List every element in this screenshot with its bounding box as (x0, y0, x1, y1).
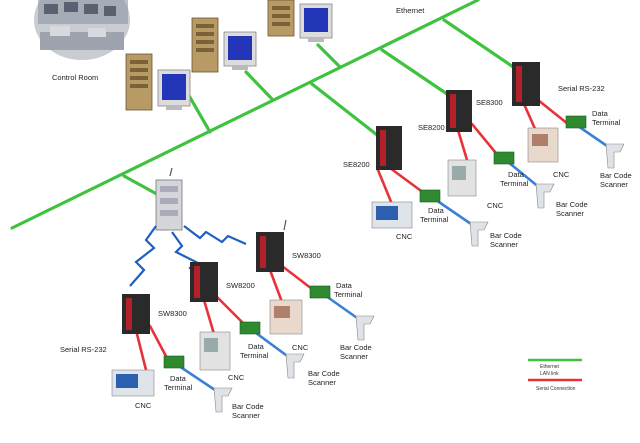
data-terminal-3 (565, 115, 587, 129)
ethernet-branch-workstation-2 (244, 70, 274, 101)
server-a (376, 126, 402, 170)
server-e (190, 262, 218, 302)
server-label-f: SW8300 (292, 251, 321, 260)
server-label-c: SE8300 (476, 98, 503, 107)
workstation-1 (125, 53, 191, 111)
bar-code-scanners (213, 143, 625, 413)
legend-ethernet-label: Ethernet (540, 364, 560, 370)
data-terminal-1 (419, 189, 441, 203)
serial-links (134, 98, 570, 372)
cnc-machine-2 (447, 159, 477, 197)
server-c (512, 62, 540, 106)
cnc-machine-4 (111, 369, 155, 397)
cnc-label-6: CNC (292, 343, 309, 352)
data-terminal-5 (239, 321, 261, 335)
cnc-label-5: CNC (228, 373, 245, 382)
cnc-label-1: CNC (396, 232, 413, 241)
bar-code-scanner-4 (213, 387, 233, 413)
wireless-link-1 (129, 225, 157, 287)
data-terminal-2 (493, 151, 515, 165)
legend-line2-label: LAN link (540, 371, 559, 377)
data-terminal-6 (309, 285, 331, 299)
cnc-label-4: CNC (135, 401, 152, 410)
control-room-photo (34, 0, 130, 60)
legend: Ethernet LAN link Serial Connection (528, 358, 582, 392)
server-label-a: SE8200 (343, 160, 370, 169)
cnc-machine-6 (269, 299, 303, 335)
ethernet-label: Ethernet (396, 6, 425, 15)
cnc-label-3: CNC (553, 170, 570, 179)
wireless-links (129, 225, 247, 287)
ethernet-branch-server-a (310, 82, 388, 144)
server-label-b: SE8200 (418, 123, 445, 132)
data-terminal-4 (163, 355, 185, 369)
bar-code-scanner-3 (605, 143, 625, 169)
data-terminals (163, 115, 587, 369)
scanner-links (174, 124, 612, 394)
scanner-label-6: Bar Code Scanner (340, 343, 374, 361)
wireless-access-point (155, 167, 183, 231)
serial-label-top: Serial RS-232 (558, 84, 605, 93)
scanner-label-2: Bar Code Scanner (556, 200, 590, 218)
scanner-label-4: Bar Code Scanner (232, 402, 266, 420)
cnc-machine-3 (527, 127, 559, 163)
ethernet-branch-workstation-3 (316, 43, 342, 69)
bar-code-scanner-5 (285, 353, 305, 379)
scanner-label-1: Bar Code Scanner (490, 231, 524, 249)
data-terminal-label-5: Data Terminal (240, 342, 269, 360)
server-label-d: SW8300 (158, 309, 187, 318)
data-terminal-label-1: Data Terminal (420, 206, 449, 224)
bar-code-scanner-1 (469, 221, 489, 247)
bar-code-scanner-2 (535, 183, 555, 209)
serial-label-bottom: Serial RS-232 (60, 345, 107, 354)
workstation-2 (191, 17, 257, 73)
workstation-3 (267, 0, 333, 42)
legend-serial-label: Serial Connection (536, 386, 576, 392)
scanner-label-3: Bar Code Scanner (600, 171, 634, 189)
server-label-e: SW8200 (226, 281, 255, 290)
cnc-machine-5 (199, 331, 231, 371)
data-terminal-label-6: Data Terminal (334, 281, 363, 299)
server-f (256, 219, 287, 272)
control-room-label: Control Room (52, 73, 98, 82)
ethernet-branch-server-b (380, 48, 458, 102)
server-b (446, 90, 472, 132)
bar-code-scanner-6 (355, 315, 375, 341)
data-terminal-label-2: Data Terminal (500, 170, 529, 188)
ethernet-backbone (10, 0, 480, 230)
wireless-link-3 (183, 225, 247, 246)
cnc-label-2: CNC (487, 201, 504, 210)
data-terminal-label-4: Data Terminal (164, 374, 193, 392)
server-d (122, 294, 150, 334)
scanner-label-5: Bar Code Scanner (308, 369, 342, 387)
data-terminal-label-3: Data Terminal (592, 109, 621, 127)
cnc-machine-1 (371, 201, 413, 229)
